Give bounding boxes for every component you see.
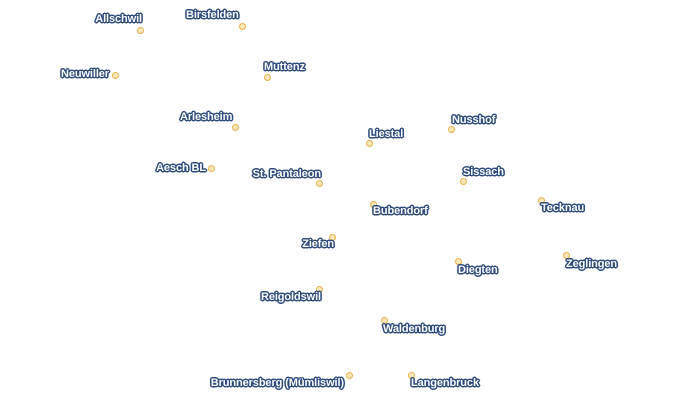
place-label[interactable]: Waldenburg: [383, 323, 446, 335]
place-label[interactable]: Birsfelden: [186, 9, 239, 21]
circle-marker-icon[interactable]: [537, 196, 545, 204]
place-label[interactable]: Diegten: [458, 264, 498, 276]
circle-marker-icon[interactable]: [459, 177, 467, 185]
circle-marker-icon[interactable]: [447, 125, 455, 133]
place-label[interactable]: Tecknau: [541, 202, 585, 214]
circle-marker-icon[interactable]: [454, 257, 462, 265]
circle-marker-icon[interactable]: [207, 164, 215, 172]
place-label[interactable]: St. Pantaleon: [252, 168, 321, 180]
place-label[interactable]: Ziefen: [302, 238, 334, 250]
place-label[interactable]: Zeglingen: [566, 258, 618, 270]
place-label[interactable]: Reigoldswil: [260, 291, 321, 303]
circle-marker-icon[interactable]: [328, 233, 336, 241]
place-label[interactable]: Nusshof: [452, 114, 496, 126]
circle-marker-icon[interactable]: [263, 73, 271, 81]
circle-marker-icon[interactable]: [231, 123, 239, 131]
circle-marker-icon[interactable]: [315, 285, 323, 293]
circle-marker-icon[interactable]: [345, 371, 353, 379]
place-label[interactable]: Liestal: [369, 128, 404, 140]
circle-marker-icon[interactable]: [380, 316, 388, 324]
place-label[interactable]: Bubendorf: [373, 205, 428, 217]
circle-marker-icon[interactable]: [315, 179, 323, 187]
place-label[interactable]: Sissach: [463, 166, 504, 178]
circle-marker-icon[interactable]: [369, 200, 377, 208]
circle-marker-icon[interactable]: [365, 139, 373, 147]
place-label[interactable]: Brunnersberg (Mümliswil): [210, 377, 344, 389]
circle-marker-icon[interactable]: [136, 26, 144, 34]
place-label[interactable]: Neuwiller: [60, 68, 109, 80]
place-label[interactable]: Arlesheim: [180, 111, 233, 123]
place-label[interactable]: Muttenz: [264, 61, 305, 73]
circle-marker-icon[interactable]: [238, 22, 246, 30]
circle-marker-icon[interactable]: [562, 251, 570, 259]
circle-marker-icon[interactable]: [111, 71, 119, 79]
circle-marker-icon[interactable]: [407, 371, 415, 379]
place-label[interactable]: Aesch BL: [156, 162, 206, 174]
place-label[interactable]: Allschwil: [95, 13, 142, 25]
place-label[interactable]: Langenbruck: [411, 377, 479, 389]
